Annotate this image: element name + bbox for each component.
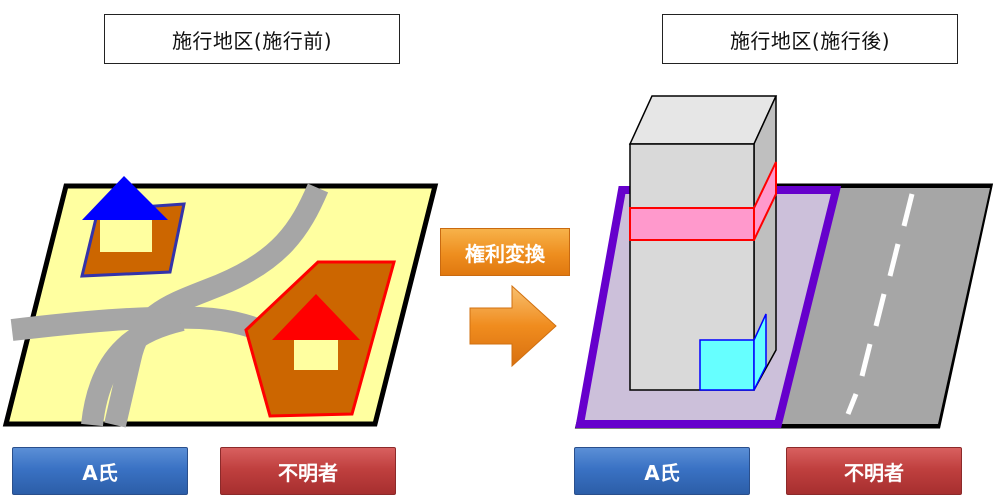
unknown-owner-house-roof (272, 294, 360, 340)
legend-owner-a-after-label: A氏 (644, 460, 680, 485)
owner-a-house-wall (100, 220, 152, 252)
legend-unknown-owner-after: 不明者 (786, 447, 962, 495)
unknown-owner-floor (629, 207, 755, 241)
unknown-owner-house-wall (294, 340, 338, 370)
before-area-title-text: 施行地区(施行前) (171, 28, 333, 53)
building-front (629, 143, 755, 391)
before-road-branch (81, 309, 185, 427)
before-area-title: 施行地区(施行前) (104, 14, 400, 64)
owner-a-house-roof (82, 176, 168, 220)
building-top (628, 95, 778, 145)
after-area-title: 施行地区(施行後) (662, 14, 958, 64)
conversion-arrow (469, 284, 557, 368)
after-road (782, 188, 990, 424)
before-land (2, 176, 439, 428)
after-area-title-text: 施行地区(施行後) (729, 28, 891, 53)
legend-unknown-owner-before-label: 不明者 (278, 460, 338, 485)
legend-owner-a-after: A氏 (574, 447, 750, 495)
rights-conversion-text: 権利変換 (465, 241, 545, 266)
after-land (574, 95, 994, 429)
arrow-shape (469, 284, 557, 368)
legend-unknown-owner-after-label: 不明者 (844, 460, 904, 485)
road-center-line (845, 193, 915, 415)
legend-unknown-owner-before: 不明者 (220, 447, 396, 495)
owner-a-unit (699, 339, 755, 391)
legend-owner-a-before-label: A氏 (82, 460, 118, 485)
owner-a-unit-side (753, 313, 767, 391)
unknown-owner-floor-side (753, 161, 777, 241)
rights-conversion-label: 権利変換 (440, 228, 570, 276)
legend-owner-a-before: A氏 (12, 447, 188, 495)
